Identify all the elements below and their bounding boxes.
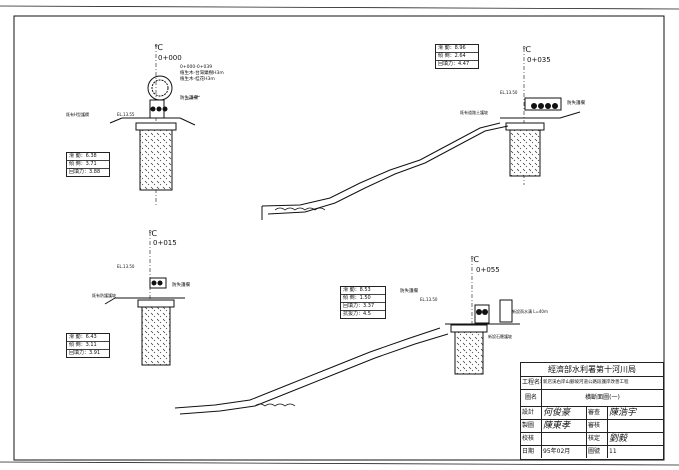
stat-row: 抗拔力：4.5 — [343, 311, 371, 317]
section-a-note2: 植生木-台灣欒樹H3m — [180, 69, 224, 76]
stat-row: 傾 倒：3.71 — [67, 161, 109, 169]
section-c-cl: ℃ — [148, 229, 157, 238]
project-name: 新店溪右岸山腳坡河道公路段護岸改善工程 — [543, 380, 629, 385]
draw-row: 製圖 陳東孝 審核 — [521, 420, 663, 433]
check-label: 校核 — [521, 433, 542, 445]
project-label: 工程名稱 — [521, 377, 542, 389]
section-d-elev: EL.13.50 — [420, 297, 438, 302]
drawing-name: 橫斷面圖(一) — [585, 394, 620, 401]
section-b-left-label: 既有道路土護坡 — [460, 109, 488, 115]
sheet-number: 11 — [609, 448, 617, 455]
section-d-stats: 滑 動：8.53 傾 倒：1.50 回填力：3.37 抗拔力：4.5 — [340, 286, 386, 319]
section-b-stats: 滑 動：8.96 傾 倒：2.64 回填力：4.47 — [435, 44, 479, 69]
review-label: 審核 — [587, 420, 608, 432]
section-a-label: 防失護欄 — [180, 94, 198, 101]
title-block: 經濟部水利署第十河川局 工程名稱 新店溪右岸山腳坡河道公路段護岸改善工程 圖名 … — [520, 362, 664, 460]
section-b-cl: ℃ — [522, 45, 531, 54]
stat-row: 滑 動：8.96 — [436, 45, 478, 53]
date-value: 95年02月 — [542, 446, 587, 458]
drawing-row: 圖名 橫斷面圖(一) — [521, 390, 663, 407]
draw-label: 製圖 — [521, 420, 542, 432]
section-a-note1: 0+000-0+039 — [180, 64, 212, 70]
section-c-label: 防失護欄 — [172, 281, 190, 288]
check2-label: 核定 — [587, 433, 608, 445]
section-d-label: 防失護欄 — [400, 287, 418, 294]
design-row: 設計 何俊豪 審查 陳浩宇 — [521, 407, 663, 420]
section-a-note3: 植生木-桂花H3m — [180, 75, 215, 82]
section-d-right-label2: 新設石籠護坡 — [488, 333, 512, 339]
section-a-station: 0+000 — [158, 54, 182, 62]
draw-signature: 陳東孝 — [542, 420, 587, 432]
section-c — [104, 232, 185, 366]
section-c-elev: EL.13.50 — [117, 264, 135, 269]
section-c-station: 0+015 — [153, 239, 177, 247]
design-label: 設計 — [521, 407, 542, 419]
date-row: 日期 95年02月 圖號 11 — [521, 446, 663, 458]
drawing-label: 圖名 — [521, 390, 542, 406]
stat-row: 回填力：3.91 — [69, 350, 101, 356]
section-b-station: 0+035 — [527, 56, 551, 64]
section-d-cl: ℃ — [470, 255, 479, 264]
stat-row: 滑 動：6.38 — [67, 153, 109, 161]
section-d-right-label: 新設雨水溝 L=40m — [512, 308, 548, 314]
stat-row: 傾 倒：3.11 — [67, 342, 109, 350]
stat-row: 滑 動：6.43 — [67, 334, 109, 342]
stat-row: 傾 倒：2.64 — [436, 53, 478, 61]
section-d — [174, 258, 520, 415]
stat-row: 回填力：3.88 — [69, 169, 101, 175]
section-b-label: 防失護欄 — [567, 99, 585, 106]
stat-row: 傾 倒：1.50 — [341, 295, 385, 303]
approve-label: 審查 — [587, 407, 608, 419]
section-d-station: 0+055 — [476, 266, 500, 274]
section-b — [261, 48, 581, 220]
section-a-elev: EL.13.55 — [117, 112, 135, 117]
section-a-stats: 滑 動：6.38 傾 倒：3.71 回填力：3.88 — [66, 152, 110, 177]
section-c-left-label: 既有防護護坡 — [92, 292, 116, 298]
design-signature: 何俊豪 — [542, 407, 587, 419]
section-a — [109, 45, 201, 205]
approve-signature: 陳浩宇 — [609, 408, 637, 418]
org-name: 經濟部水利署第十河川局 — [521, 363, 663, 377]
stat-row: 回填力：4.47 — [438, 61, 470, 67]
section-a-cl: ℃ — [154, 43, 163, 52]
stat-row: 滑 動：8.53 — [341, 287, 385, 295]
sheet-label: 圖號 — [587, 446, 608, 458]
stat-row: 回填力：3.37 — [341, 303, 385, 311]
check-row: 校核 核定 劉毅 — [521, 433, 663, 446]
section-b-elev: EL.13.50 — [500, 90, 518, 95]
check2-signature: 劉毅 — [609, 434, 628, 444]
date-label: 日期 — [521, 446, 542, 458]
section-c-stats: 滑 動：6.43 傾 倒：3.11 回填力：3.91 — [66, 333, 110, 358]
section-a-left-label: 既有H型護欄 — [66, 111, 89, 117]
project-row: 工程名稱 新店溪右岸山腳坡河道公路段護岸改善工程 — [521, 377, 663, 390]
